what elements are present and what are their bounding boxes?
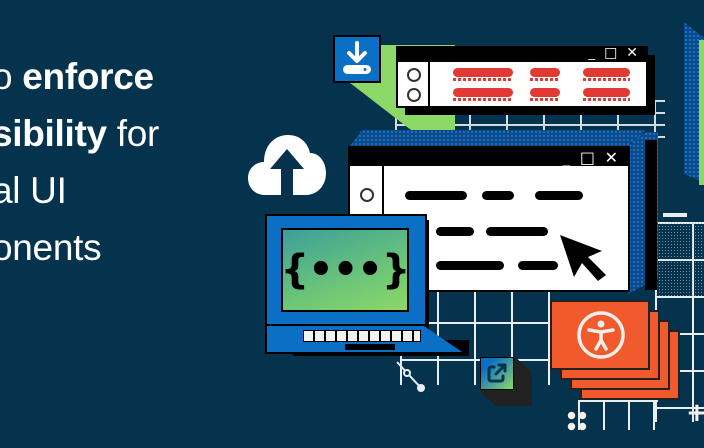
connector-line xyxy=(396,361,425,392)
placeholder-bar xyxy=(453,68,513,77)
laptop-trackpad xyxy=(345,344,395,350)
text-line xyxy=(436,227,474,236)
placeholder-underline xyxy=(453,98,513,101)
download-tile[interactable] xyxy=(333,35,381,83)
plus-glyph: + xyxy=(686,398,704,428)
main-window-shadow xyxy=(645,140,657,290)
placeholder-underline xyxy=(583,98,630,101)
headline-line-2: sibility for xyxy=(0,113,160,154)
accessibility-icon xyxy=(577,311,625,359)
radio-button-1[interactable] xyxy=(407,68,421,82)
laptop-base xyxy=(265,324,465,354)
pointer-arrow-icon xyxy=(560,235,606,281)
minus-glyph xyxy=(663,213,687,217)
top-window-body xyxy=(396,60,648,108)
decorative-dots xyxy=(566,410,588,432)
download-icon xyxy=(343,41,371,74)
external-link-icon xyxy=(487,363,507,383)
radio-button-2[interactable] xyxy=(407,88,421,102)
headline-line-4: onents xyxy=(0,227,102,268)
placeholder-underline xyxy=(530,98,560,101)
headline-line-3: al UI xyxy=(0,170,67,211)
main-window-top-depth xyxy=(350,130,645,146)
placeholder-bar xyxy=(583,88,630,97)
text-line xyxy=(486,227,548,236)
headline-line-1: o enforce xyxy=(0,56,154,97)
radio-button[interactable] xyxy=(360,188,374,202)
grid-dotted-patch xyxy=(655,222,704,297)
top-window: _ □ ✕ xyxy=(396,45,648,108)
placeholder-bar xyxy=(530,68,560,77)
code-braces-icon: {•••} xyxy=(280,247,411,293)
placeholder-bar xyxy=(583,68,630,77)
laptop-screen: {•••} xyxy=(280,228,411,312)
placeholder-bar xyxy=(453,88,513,97)
text-line xyxy=(405,191,467,200)
top-window-titlebar: _ □ ✕ xyxy=(396,45,648,61)
laptop: {•••} xyxy=(265,214,470,364)
cloud-upload-icon xyxy=(248,135,326,195)
main-window-titlebar: _ □ ✕ xyxy=(350,148,628,167)
text-line xyxy=(482,191,514,200)
placeholder-underline xyxy=(583,78,630,81)
text-line xyxy=(436,261,504,270)
headline: o enforce sibility for al UI onents xyxy=(0,48,159,276)
accessibility-card-1[interactable] xyxy=(550,300,650,370)
laptop-keyboard xyxy=(303,330,421,342)
window-controls[interactable]: _ □ ✕ xyxy=(588,45,640,61)
grid-bottom xyxy=(578,400,658,430)
laptop-lid: {•••} xyxy=(265,214,427,326)
side-panel-green xyxy=(699,40,704,185)
text-line xyxy=(535,191,583,200)
top-window-sidebar-divider xyxy=(428,62,430,106)
placeholder-underline xyxy=(453,78,513,81)
text-line xyxy=(518,261,558,270)
placeholder-underline xyxy=(530,78,560,81)
placeholder-bar xyxy=(530,88,560,97)
window-controls[interactable]: _ □ ✕ xyxy=(562,148,620,167)
external-link-tile[interactable] xyxy=(480,357,514,390)
